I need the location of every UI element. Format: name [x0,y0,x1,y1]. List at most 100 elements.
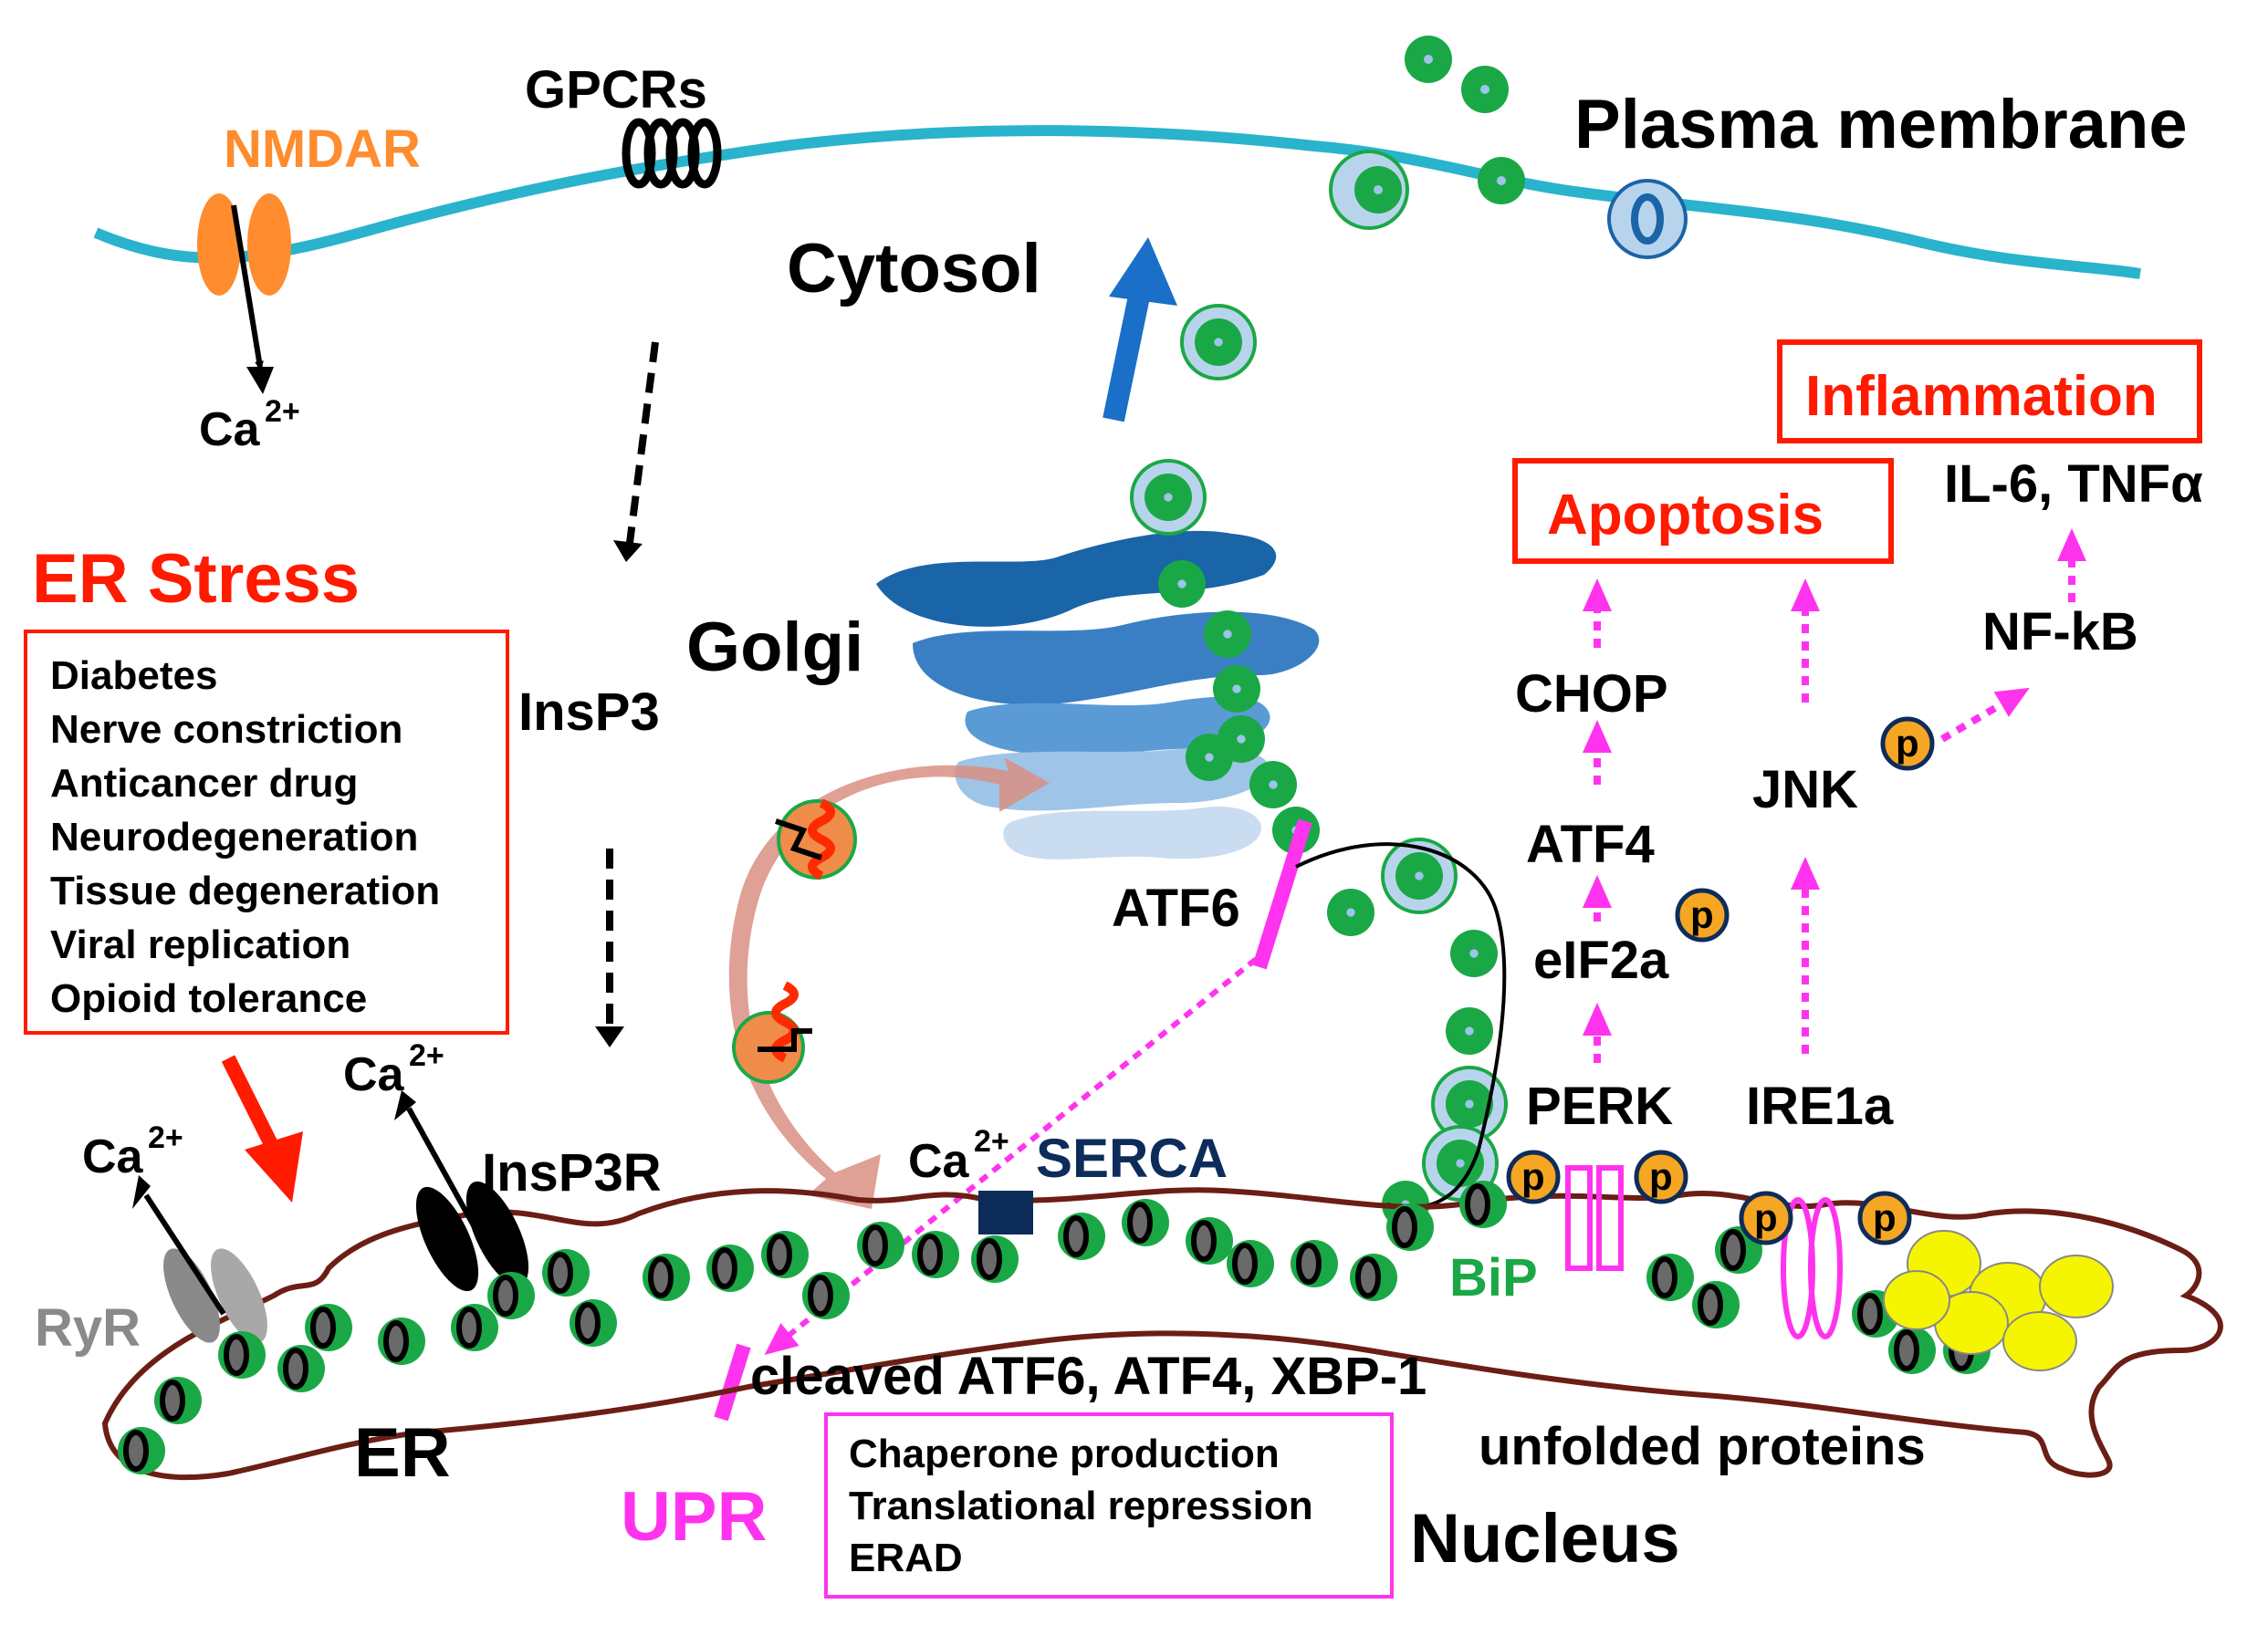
insp3-label: InsP3 [518,682,660,742]
nfkb-label: NF-kB [1982,602,2138,661]
ca-ryr-arrow [143,1193,226,1316]
retrograde-loop [1295,842,1507,1210]
insp3-arrow-lower-head [595,1026,624,1047]
upr-label: UPR [621,1478,767,1556]
bip-bound-protein [1355,1256,1381,1298]
plasma-membrane-label: Plasma membrane [1574,86,2188,163]
ca-ryr-superscript: 2+ [148,1120,183,1155]
bip-bead-core [1232,684,1241,693]
ire1a-sensor [1781,1197,1843,1339]
bip-bead-core [1237,734,1246,744]
bip-bound-protein [1296,1243,1322,1285]
cytosol-label: Cytosol [787,230,1041,307]
phospho-label: p [1896,722,1919,765]
bip-bead-core [1269,780,1278,789]
bip-bound-protein [808,1275,833,1317]
bip-bound-protein [493,1275,518,1317]
eif2a-label: eIF2a [1533,931,1669,990]
bip-bead-core [1415,871,1424,880]
phospho-badge [1675,888,1730,943]
bip-bead-core [1205,753,1214,762]
phospho-badge [1634,1150,1688,1204]
perk-sensor [1565,1165,1624,1271]
unfolded-protein-er [732,981,812,1084]
bip-bound-protein [862,1224,888,1266]
unfolded-proteins-label: unfolded proteins [1479,1417,1926,1476]
phospho-badge [1880,716,1935,771]
er-stress-cause: Anticancer drug [50,761,358,806]
plasma-membrane-line [93,125,2141,279]
serca-label: SERCA [1036,1128,1228,1189]
phospho-badge [1506,1150,1561,1204]
apoptosis-label: Apoptosis [1547,484,1824,547]
bip-bound-protein [712,1247,737,1289]
ryr-channel [163,1248,267,1343]
atf6-protein-golgi [1252,818,1312,970]
er-stress-arrow [221,1055,303,1203]
bip-bound-protein [648,1256,674,1298]
er-stress-cause: Opioid tolerance [50,976,367,1021]
er-stress-title: ER Stress [32,540,360,618]
er-stress-cause: Tissue degeneration [50,869,440,913]
ca-ryr-arrow-head [132,1175,151,1209]
phospho-badge [1857,1191,1912,1245]
inflammation-label: Inflammation [1805,365,2158,428]
ca-insp3r-arrow [406,1107,477,1229]
bip-bead-core [1456,1159,1465,1168]
phospho-label: p [1521,1155,1545,1198]
ca-nmdar-label: Ca [199,403,261,456]
golgi-label: Golgi [686,609,863,686]
unfolded-protein-cluster [1883,1230,2114,1371]
bip-bead-core [1214,338,1223,347]
atf6-label: ATF6 [1112,879,1240,938]
bip-bound-protein [767,1234,792,1276]
bip-bound-protein [1720,1229,1746,1271]
er-stress-cause: Diabetes [50,653,217,698]
upr-outcomes-box [824,1412,1394,1599]
bip-bead-core [1346,908,1355,917]
bip-bead-core [1164,493,1173,502]
bip-bound-protein [1063,1215,1089,1257]
nucleus-label: Nucleus [1410,1500,1680,1578]
bip-bound-protein [160,1380,185,1422]
nmdar-label: NMDAR [224,120,421,179]
phospho-label: p [1649,1155,1673,1198]
ire1a-label: IRE1a [1746,1077,1894,1136]
il6-tnf-label: IL-6, TNFα [1944,454,2203,514]
upr-outcome: Translational repression [849,1484,1313,1528]
nmdar-channel [197,193,291,394]
bip-bound-protein [1698,1284,1723,1326]
ca-insp3r-superscript: 2+ [409,1038,444,1073]
ca-serca-label: Ca [908,1135,970,1188]
bip-bead-core [1469,949,1479,958]
membrane-vesicles [1329,36,1688,259]
bip-bound-protein [1127,1202,1153,1244]
ca-nmdar-superscript: 2+ [265,394,300,429]
er-stress-causes-box [24,630,509,1035]
ca-serca-superscript: 2+ [974,1124,1009,1159]
er-bip-beads [118,1181,1991,1474]
phospho-badge [1739,1191,1793,1245]
bip-bound-protein [224,1334,249,1376]
bip-bound-protein [383,1320,409,1362]
gpcrs-label: GPCRs [525,60,707,120]
bip-bound-protein [123,1430,149,1472]
serca-pump [978,1191,1033,1234]
bip-bead-core [1465,1099,1474,1109]
phospho-label: p [1873,1196,1897,1239]
inflammation-box [1777,339,2202,443]
cleaved-factors-label: cleaved ATF6, ATF4, XBP-1 [750,1347,1427,1406]
er-outline [101,1187,2223,1480]
insp3-arrow-upper [626,341,659,544]
atf4-label: ATF4 [1526,815,1655,874]
bip-bead-core [1177,579,1186,589]
er-stress-cause: Viral replication [50,922,350,967]
perk-label: PERK [1526,1077,1673,1136]
bip-bound-protein [1392,1206,1417,1248]
insp3r-label: InsP3R [482,1143,662,1203]
bip-bead-core [1223,630,1232,639]
bip-bound-protein [1465,1183,1490,1225]
